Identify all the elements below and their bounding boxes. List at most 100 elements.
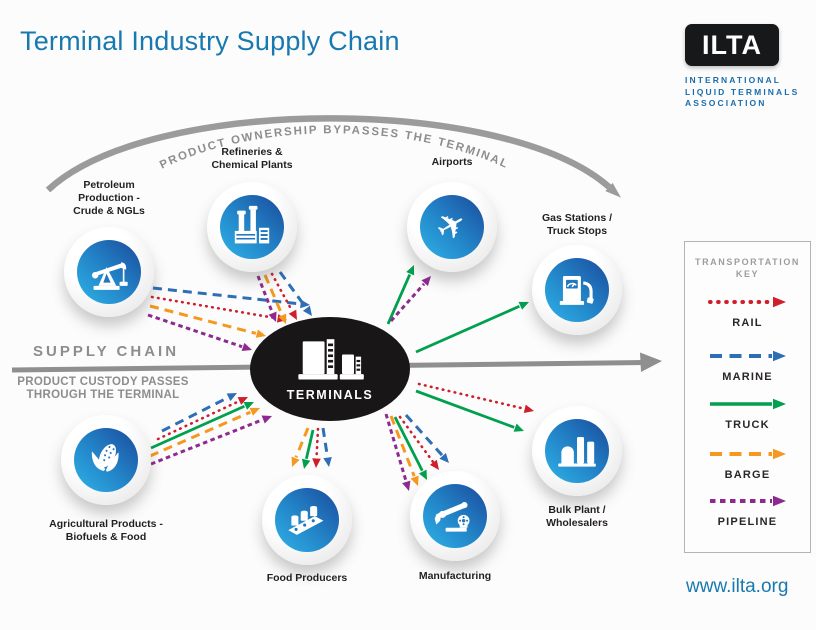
pipeline-arrow-icon — [709, 495, 786, 507]
page-title: Terminal Industry Supply Chain — [20, 26, 400, 56]
factory-icon — [234, 205, 270, 244]
flow-arrow-marine — [772, 350, 786, 362]
flow-arrow-marine — [323, 456, 332, 467]
label-line: Crude & NGLs — [73, 205, 145, 217]
flow-arrow-truck — [243, 401, 254, 410]
flow-arrow-barge — [410, 475, 419, 486]
flow-arrow-marine — [439, 453, 449, 463]
supply-chain-subline: THROUGH THE TERMINAL — [26, 389, 180, 401]
ilta-logo-text: ILTA — [702, 29, 762, 60]
ilta-logo: ILTA INTERNATIONAL LIQUID TERMINALS ASSO… — [685, 24, 805, 110]
label-line: Airports — [431, 156, 473, 168]
bypass-arc-arrowhead-icon — [605, 182, 621, 198]
flow-arrow-marine — [404, 413, 444, 457]
legend-item-label: PIPELINE — [717, 516, 778, 528]
supply-chain-subline: PRODUCT CUSTODY PASSES — [17, 376, 189, 388]
flow-arrow-truck — [418, 469, 427, 480]
flow-arrow-truck — [304, 429, 315, 460]
legend-item-marine: MARINE — [685, 347, 810, 383]
flow-arrow-truck — [150, 405, 245, 450]
flow-arrow-pipeline — [256, 275, 274, 313]
flow-arrow-barge — [389, 415, 416, 477]
flow-arrow-rail — [150, 295, 278, 320]
flow-arrow-pipeline — [241, 342, 252, 352]
org-name-line: ASSOCIATION — [685, 98, 767, 108]
flow-arrow-rail — [315, 427, 320, 459]
node-petroleum — [64, 227, 154, 317]
fuel-pump-icon — [559, 275, 594, 305]
flow-arrow-marine — [161, 396, 229, 433]
legend-item-label: TRUCK — [725, 419, 770, 431]
flow-arrow-pipeline — [150, 418, 263, 466]
flow-arrow-marine — [226, 393, 237, 402]
flow-arrow-truck — [772, 398, 786, 410]
flow-arrow-barge — [278, 313, 287, 324]
org-name-line: INTERNATIONAL — [685, 75, 782, 85]
bulk-tanks-icon — [558, 436, 596, 467]
flow-arrow-rail — [417, 382, 526, 410]
flow-arrow-truck — [393, 416, 424, 472]
flow-arrow-rail — [429, 459, 439, 470]
barge-arrow-icon — [709, 448, 786, 460]
airplane-icon: ✈ — [429, 201, 475, 251]
transportation-key: TRANSPORTATION KEY RAIL MARINE TRUCK BAR… — [684, 241, 811, 553]
label-line: Manufacturing — [418, 570, 492, 582]
label-line: Gas Stations / — [541, 212, 613, 224]
flow-arrow-truck — [415, 304, 520, 354]
storage-tanks-icon — [298, 338, 364, 380]
node-gas-stations — [532, 245, 622, 335]
flow-arrow-truck — [301, 458, 311, 469]
petroleum-label: Petroleum Production - Crude & NGLs — [29, 179, 189, 218]
food-producers-label: Food Producers — [227, 572, 387, 585]
flow-arrow-rail — [237, 397, 248, 405]
flow-arrow-truck — [415, 389, 515, 429]
flow-arrow-rail — [312, 458, 321, 468]
label-line: Wholesalers — [546, 517, 608, 529]
node-airports: ✈ — [407, 182, 497, 272]
flow-arrow-truck — [518, 301, 529, 310]
terminals-label: TERMINALS — [286, 387, 374, 402]
terminal-ellipse: TERMINALS — [250, 317, 410, 421]
legend-title-line: TRANSPORTATION — [694, 257, 801, 267]
gas-stations-label: Gas Stations / Truck Stops — [497, 212, 657, 238]
flow-arrow-marine — [321, 427, 329, 457]
oil-pumpjack-icon — [91, 262, 128, 290]
flow-arrow-pipeline — [421, 276, 431, 286]
label-line: Chemical Plants — [211, 159, 293, 171]
label-line: Refineries & — [221, 146, 283, 158]
supply-chain-arrowhead-icon — [640, 352, 662, 372]
legend-item-rail: RAIL — [685, 293, 810, 329]
node-agricultural — [61, 415, 151, 505]
legend-item-barge: BARGE — [685, 445, 810, 481]
flow-arrow-barge — [249, 407, 260, 416]
truck-arrow-icon — [709, 398, 786, 410]
label-line: Bulk Plant / — [548, 504, 606, 516]
flow-arrow-pipeline — [268, 311, 277, 322]
label-line: Petroleum — [83, 179, 135, 191]
flow-arrow-truck — [406, 265, 415, 276]
refineries-label: Refineries & Chemical Plants — [172, 146, 332, 172]
org-name-line: LIQUID TERMINALS — [685, 86, 800, 97]
label-line: Biofuels & Food — [65, 531, 147, 543]
rail-arrow-icon — [707, 296, 786, 308]
corn-icon — [91, 444, 119, 472]
marine-arrow-icon — [709, 350, 786, 362]
node-bulk-plant — [532, 406, 622, 496]
flow-arrow-barge — [149, 304, 257, 335]
flow-arrow-barge — [263, 274, 284, 315]
flow-arrow-rail — [156, 400, 240, 441]
org-name: INTERNATIONAL LIQUID TERMINALS ASSOCIATI… — [685, 75, 805, 110]
label-line: Agricultural Products - — [49, 518, 163, 530]
flow-arrow-rail — [523, 404, 534, 414]
svg-text:✈: ✈ — [429, 201, 475, 251]
label-line: Truck Stops — [546, 225, 608, 237]
legend-item-pipeline: PIPELINE — [685, 492, 810, 528]
flow-arrow-barge — [291, 456, 300, 467]
label-line: Food Producers — [266, 572, 348, 584]
flow-arrow-rail — [288, 309, 297, 320]
bulk-plant-label: Bulk Plant / Wholesalers — [497, 504, 657, 530]
node-manufacturing — [410, 471, 500, 561]
robotic-arm-icon — [434, 501, 470, 532]
flow-arrow-pipeline — [384, 413, 408, 482]
